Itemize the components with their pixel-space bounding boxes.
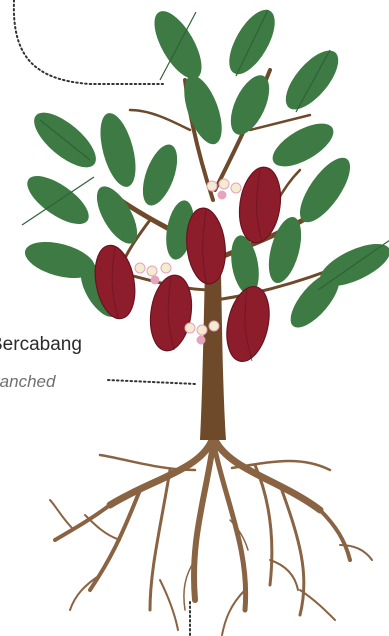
cocoa-pod-icon: [221, 283, 276, 366]
leaf-icon: [223, 70, 277, 141]
leaf-icon: [136, 140, 184, 210]
cocoa-pod-icon: [90, 242, 140, 321]
cocoa-pod-icon: [146, 273, 196, 354]
roots: [50, 440, 372, 635]
branch-label-english: ranched: [0, 372, 55, 392]
callout-top-line: [14, 0, 163, 84]
leaf-icon: [94, 109, 143, 190]
leaf-icon: [20, 167, 96, 233]
leaf-icon: [277, 42, 348, 118]
branch-label: Bercabang: [0, 334, 82, 356]
callout-branch-line: [108, 380, 196, 384]
